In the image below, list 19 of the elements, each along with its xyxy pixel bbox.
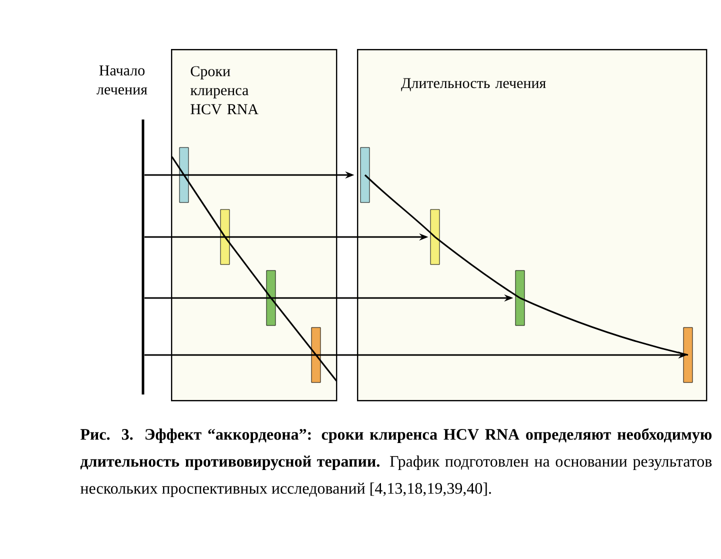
trend-line: [171, 156, 226, 238]
trend-line: [434, 236, 520, 299]
start-label: Начало лечения: [96, 66, 148, 94]
marker-bar: [220, 209, 230, 265]
marker-bar: [179, 147, 189, 203]
panel-box: Сроки клиренса HCV RNA: [171, 49, 338, 402]
marker-bar: [311, 327, 321, 383]
marker-bar: [683, 327, 693, 383]
trend-line: [270, 298, 338, 382]
marker-bar: [515, 270, 525, 326]
marker-bar: [360, 147, 370, 203]
marker-bar: [430, 209, 440, 265]
marker-bar: [266, 270, 276, 326]
panel-box: Длительность лечения: [357, 49, 708, 402]
trend-line: [364, 174, 436, 238]
trend-line: [224, 236, 272, 298]
trend-line: [520, 297, 688, 356]
start-line: [142, 120, 144, 394]
figure-caption: Рис. 3. Эффект “аккордеона”: сроки клиренса HCV RNA определяют необходимую длительность противовирусной терапии. График подготовлен на основании результатов нескольких проспективных исследований [4,13,18,19,39,40].: [80, 428, 712, 498]
